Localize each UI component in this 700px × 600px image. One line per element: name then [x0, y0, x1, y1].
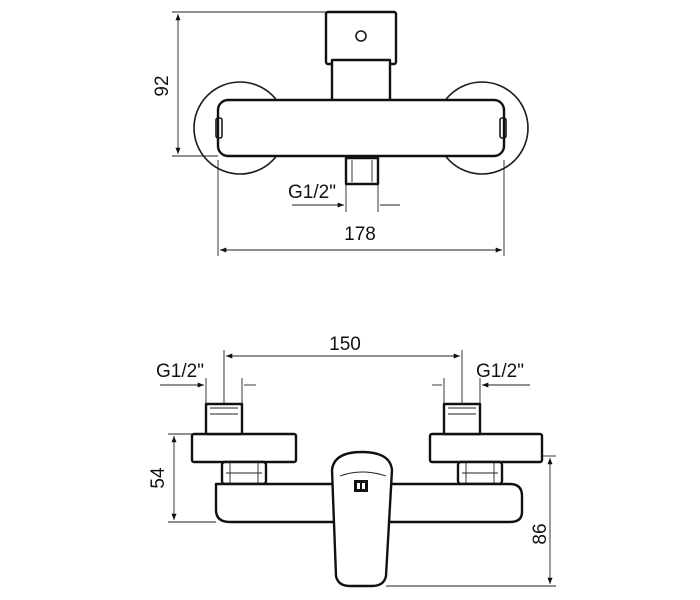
handle-screw-hole	[355, 30, 367, 42]
top-view: 92 178 G1/2"	[152, 10, 529, 256]
left-inlet-thread	[204, 402, 244, 436]
right-height-label: 86	[530, 523, 551, 544]
right-inlet-bump	[499, 117, 507, 139]
width-dim-label: 178	[344, 224, 376, 245]
left-height-label: 54	[148, 467, 169, 489]
right-inlet-thread	[442, 402, 482, 436]
left-flange-front	[190, 432, 298, 464]
handle-stem	[330, 58, 392, 106]
height-dim-label: 92	[152, 75, 173, 96]
outlet-thread-label: G1/2"	[288, 182, 336, 203]
left-thread-label: G1/2"	[156, 361, 204, 382]
top-handle	[324, 10, 398, 66]
right-flange-front	[428, 432, 544, 464]
lever-handle	[330, 450, 394, 588]
mixer-body-top	[216, 98, 506, 158]
left-inlet-bump	[215, 117, 223, 139]
right-thread-label: G1/2"	[476, 361, 524, 382]
brand-logo-icon	[354, 480, 368, 492]
outlet-spout	[344, 156, 380, 186]
inlet-spacing-label: 150	[329, 334, 361, 355]
front-view: 150 G1/2" G1/2" 54 86	[148, 334, 556, 588]
